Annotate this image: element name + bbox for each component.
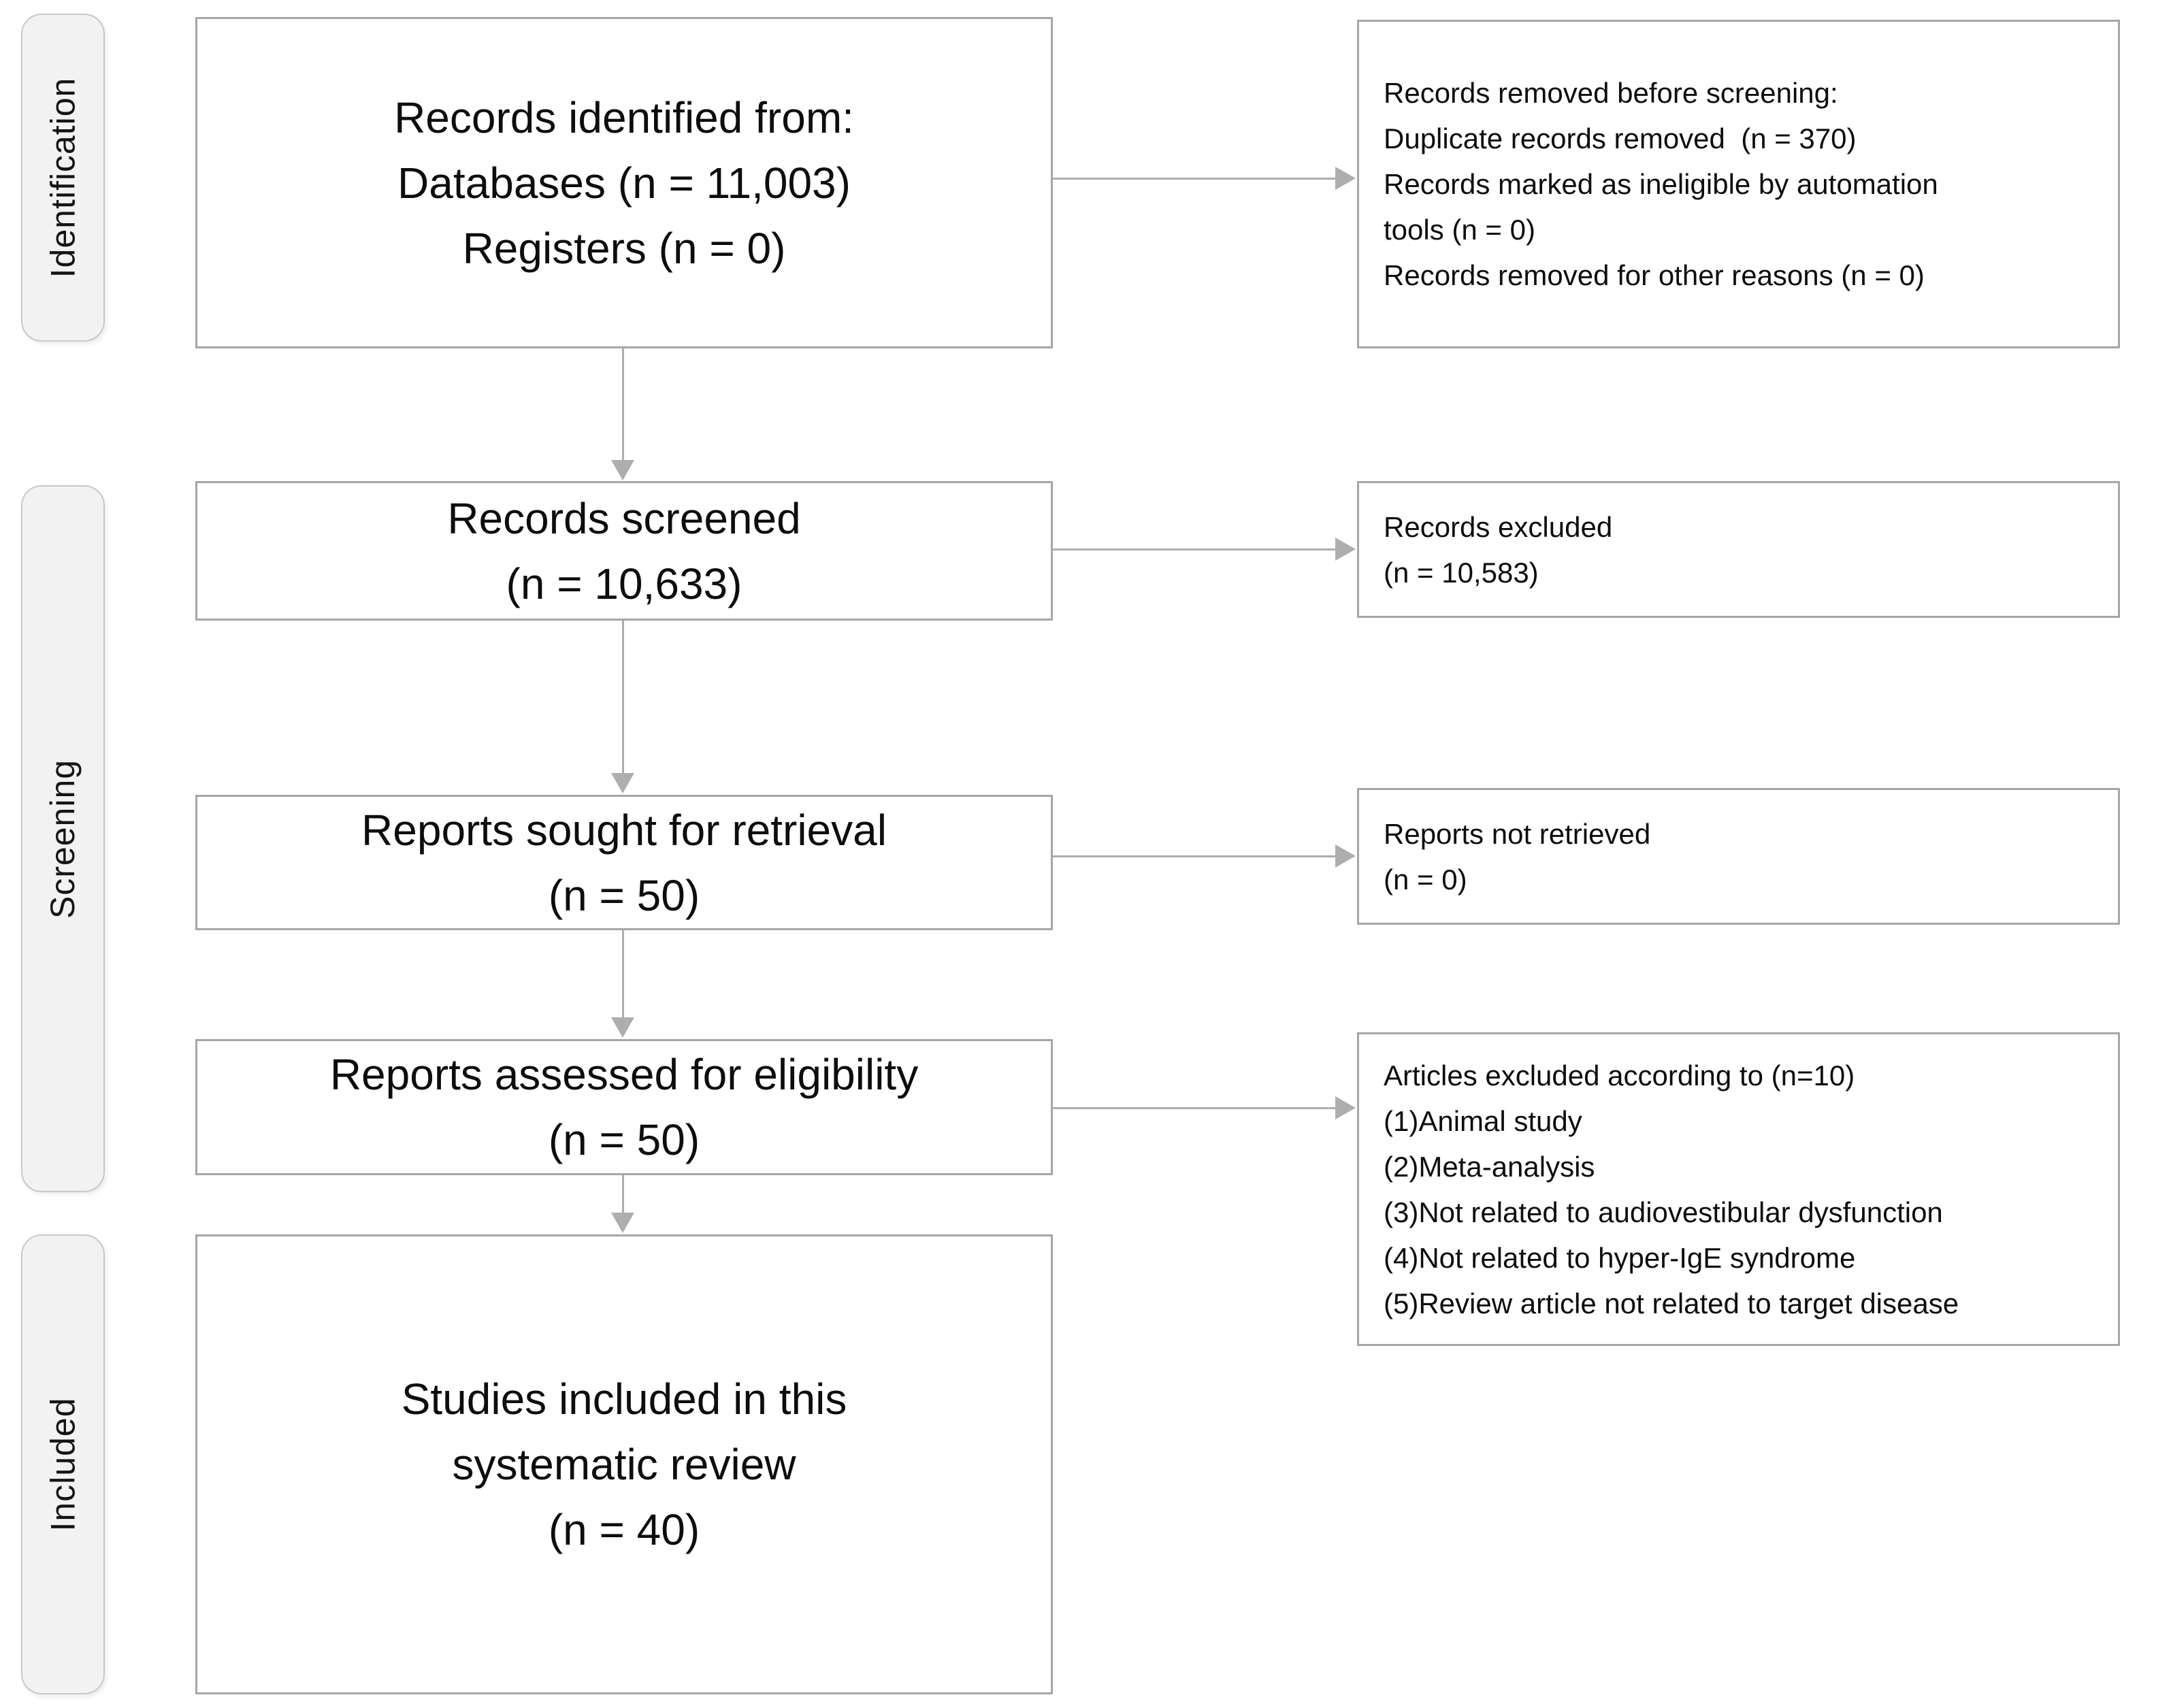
box-line: (2)Meta-analysis: [1384, 1150, 1595, 1183]
box-line: (4)Not related to hyper-IgE syndrome: [1384, 1241, 1856, 1274]
stage-label-text: Screening: [44, 759, 82, 919]
arrow-right-identified-to-removed: [1053, 178, 1335, 180]
box-records-excluded: Records excluded (n = 10,583): [1357, 481, 2120, 618]
box-reports-sought: Reports sought for retrieval (n = 50): [195, 795, 1053, 930]
arrowhead-down-icon: [611, 1017, 634, 1038]
box-records-removed-before-screening: Records removed before screening: Duplic…: [1357, 20, 2120, 348]
box-line: Reports assessed for eligibility: [329, 1050, 919, 1099]
box-line: tools (n = 0): [1384, 214, 1535, 246]
box-line: Duplicate records removed (n = 370): [1384, 122, 1857, 154]
box-articles-excluded: Articles excluded according to (n=10) (1…: [1357, 1032, 2120, 1346]
arrow-down-assessed-to-included: [622, 1175, 624, 1213]
arrow-down-screened-to-sought: [622, 621, 624, 773]
box-line: (n = 50): [548, 1115, 700, 1164]
stage-label-text: Included: [44, 1397, 82, 1532]
stage-label-text: Identification: [44, 77, 82, 278]
arrow-right-screened-to-excluded: [1053, 548, 1335, 551]
arrowhead-down-icon: [611, 773, 634, 793]
arrowhead-down-icon: [611, 1213, 634, 1233]
box-line: (n = 10,633): [506, 559, 742, 608]
box-line: (n = 50): [548, 870, 700, 920]
arrowhead-right-icon: [1335, 844, 1356, 868]
box-line: Reports sought for retrieval: [361, 805, 887, 855]
box-reports-not-retrieved: Reports not retrieved (n = 0): [1357, 788, 2120, 925]
arrow-down-sought-to-assessed: [622, 930, 624, 1017]
arrowhead-right-icon: [1335, 1096, 1356, 1119]
stage-label-screening: Screening: [21, 485, 105, 1192]
arrowhead-right-icon: [1335, 167, 1356, 190]
arrow-right-assessed-to-articles-excluded: [1053, 1107, 1335, 1109]
arrow-down-identified-to-screened: [622, 348, 624, 461]
box-line: Records removed for other reasons (n = 0…: [1384, 259, 1925, 291]
box-line: Databases (n = 11,003): [397, 158, 851, 208]
box-records-screened: Records screened (n = 10,633): [195, 481, 1053, 621]
box-line: (n = 0): [1384, 863, 1467, 896]
box-line: (1)Animal study: [1384, 1104, 1582, 1137]
box-reports-assessed: Reports assessed for eligibility (n = 50…: [195, 1039, 1053, 1175]
box-studies-included: Studies included in this systematic revi…: [195, 1234, 1053, 1694]
stage-label-identification: Identification: [21, 14, 105, 342]
box-line: Records excluded: [1384, 510, 1613, 543]
arrowhead-down-icon: [611, 460, 634, 480]
box-line: (3)Not related to audiovestibular dysfun…: [1384, 1196, 1943, 1228]
arrowhead-right-icon: [1335, 538, 1356, 561]
box-line: Records identified from:: [394, 93, 854, 142]
box-line: systematic review: [452, 1440, 796, 1489]
box-line: (n = 40): [548, 1505, 700, 1554]
box-records-identified: Records identified from: Databases (n = …: [195, 17, 1053, 348]
box-line: Records screened: [447, 493, 801, 543]
box-line: (5)Review article not related to target …: [1384, 1287, 1959, 1319]
box-line: Registers (n = 0): [462, 223, 786, 273]
box-line: Records marked as ineligible by automati…: [1384, 168, 1938, 200]
box-line: Reports not retrieved: [1384, 817, 1651, 850]
arrow-right-sought-to-not-retrieved: [1053, 855, 1335, 857]
box-line: Studies included in this: [401, 1375, 847, 1424]
box-line: Records removed before screening:: [1384, 77, 1838, 109]
box-line: (n = 10,583): [1384, 556, 1539, 589]
stage-label-included: Included: [21, 1234, 105, 1694]
box-line: Articles excluded according to (n=10): [1384, 1059, 1855, 1091]
